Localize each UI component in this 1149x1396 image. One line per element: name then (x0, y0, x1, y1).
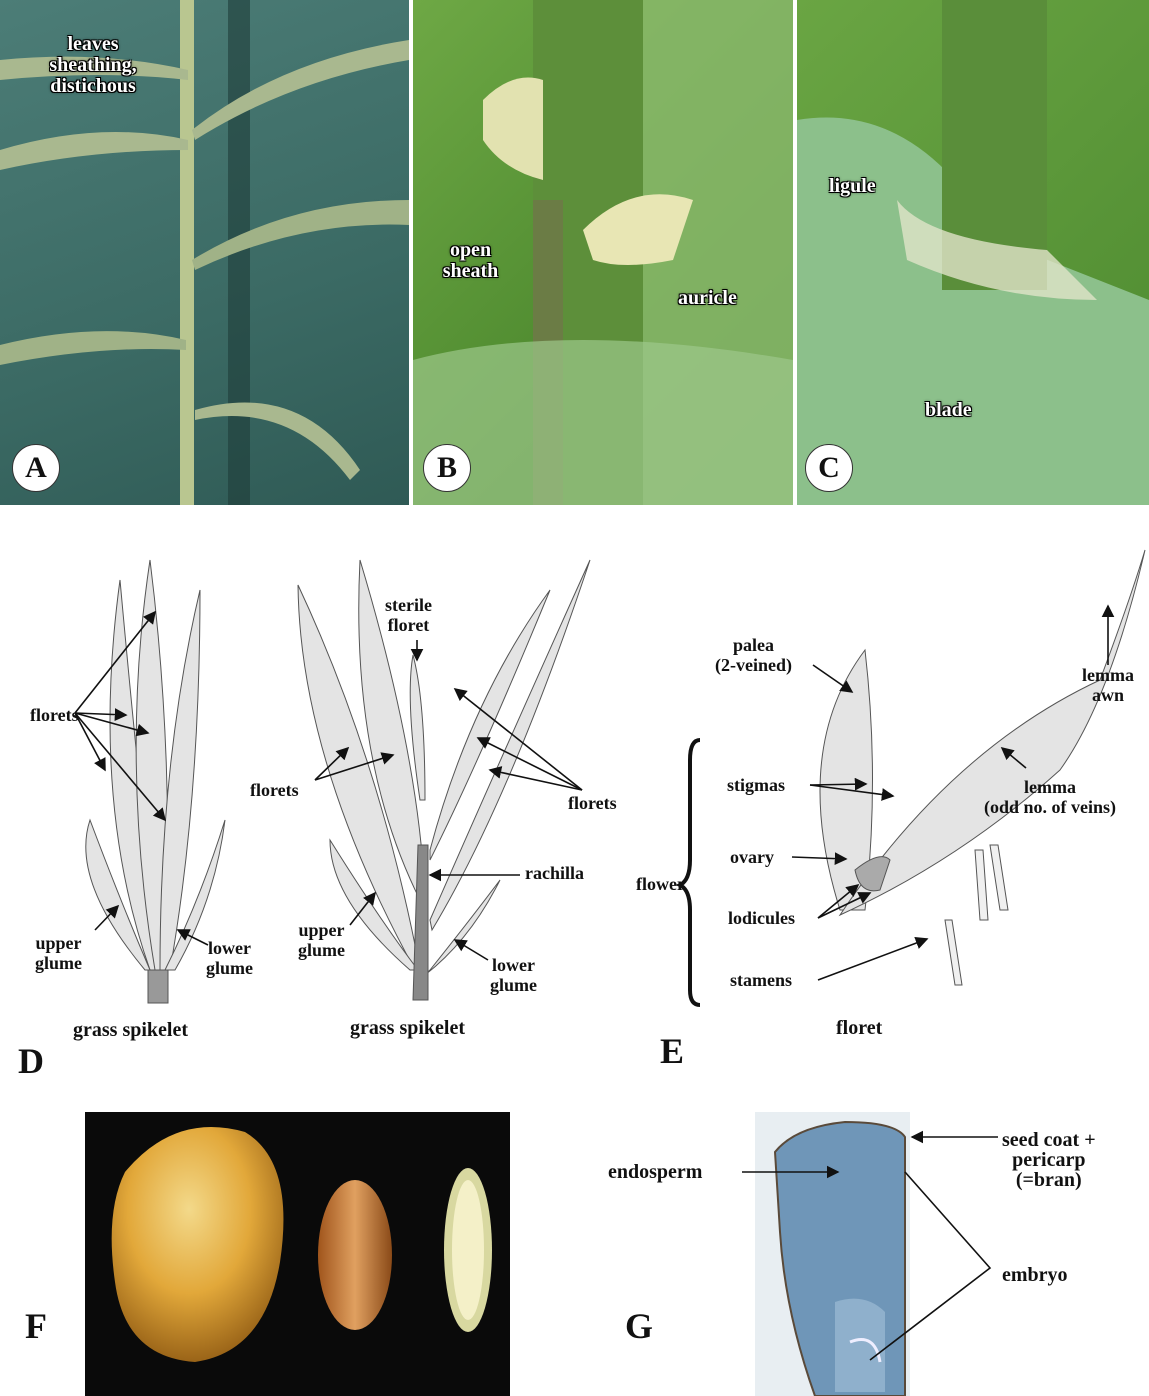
panel-letter-e: E (660, 1031, 685, 1071)
d-label-lower-glume-right: lower glume (490, 955, 537, 995)
panel-letter-c: C (805, 444, 853, 492)
e-label-ovary: ovary (730, 847, 774, 867)
grains-illustration (111, 1127, 492, 1362)
d-label-upper-glume-right: upper glume (298, 920, 345, 960)
d-label-florets-right-right: florets (568, 793, 617, 813)
e-label-lodicules: lodicules (728, 908, 796, 928)
plant-stem-illustration (0, 0, 409, 505)
d-caption-left: grass spikelet (73, 1019, 188, 1041)
d-label-upper-glume-left: upper glume (35, 933, 82, 973)
label-auricle: auricle (678, 287, 737, 309)
d-label-florets: florets (30, 705, 79, 725)
label-ligule: ligule (829, 175, 876, 197)
panel-c-photo: ligule blade C (797, 0, 1149, 505)
sheath-illustration (413, 0, 793, 505)
panel-letter-g: G (625, 1306, 654, 1346)
g-label-embryo: embryo (1002, 1264, 1068, 1286)
d-label-florets-right-left: florets (250, 780, 299, 800)
label-open-sheath: open sheath (442, 239, 499, 282)
e-label-stamens: stamens (730, 970, 792, 990)
panel-g-photo (755, 1112, 910, 1396)
d-caption-right: grass spikelet (350, 1017, 465, 1039)
label-blade: blade (925, 399, 972, 421)
e-label-lemma: lemma (odd no. of veins) (984, 777, 1117, 817)
panel-letter-f: F (25, 1306, 47, 1346)
e-caption-floret: floret (836, 1017, 883, 1039)
d-label-lower-glume-left: lower glume (206, 938, 253, 978)
spikelet-floret-diagrams (74, 549, 1146, 1007)
panel-f-photo (85, 1112, 510, 1396)
d-label-sterile-floret: sterile floret (385, 595, 432, 635)
e-label-lemma-awn: lemma awn (1082, 665, 1134, 705)
grain-section-illustration (773, 1120, 906, 1396)
panel-letter-d: D (18, 1041, 44, 1081)
e-label-stigmas: stigmas (727, 775, 785, 795)
panel-letter-a: A (12, 444, 60, 492)
panel-a-photo: leaves sheathing, distichous A (0, 0, 409, 505)
e-label-palea: palea (2-veined) (715, 635, 792, 675)
panel-letter-b: B (423, 444, 471, 492)
e-label-flower: flower (636, 874, 685, 894)
g-label-endosperm: endosperm (608, 1161, 703, 1183)
d-label-rachilla: rachilla (525, 863, 584, 883)
label-leaves-sheathing-distichous: leaves sheathing, distichous (49, 33, 137, 97)
panel-b-photo: open sheath auricle B (413, 0, 793, 505)
g-label-seed-coat-pericarp: seed coat + pericarp (=bran) (1002, 1129, 1096, 1191)
ligule-illustration (797, 0, 1149, 505)
